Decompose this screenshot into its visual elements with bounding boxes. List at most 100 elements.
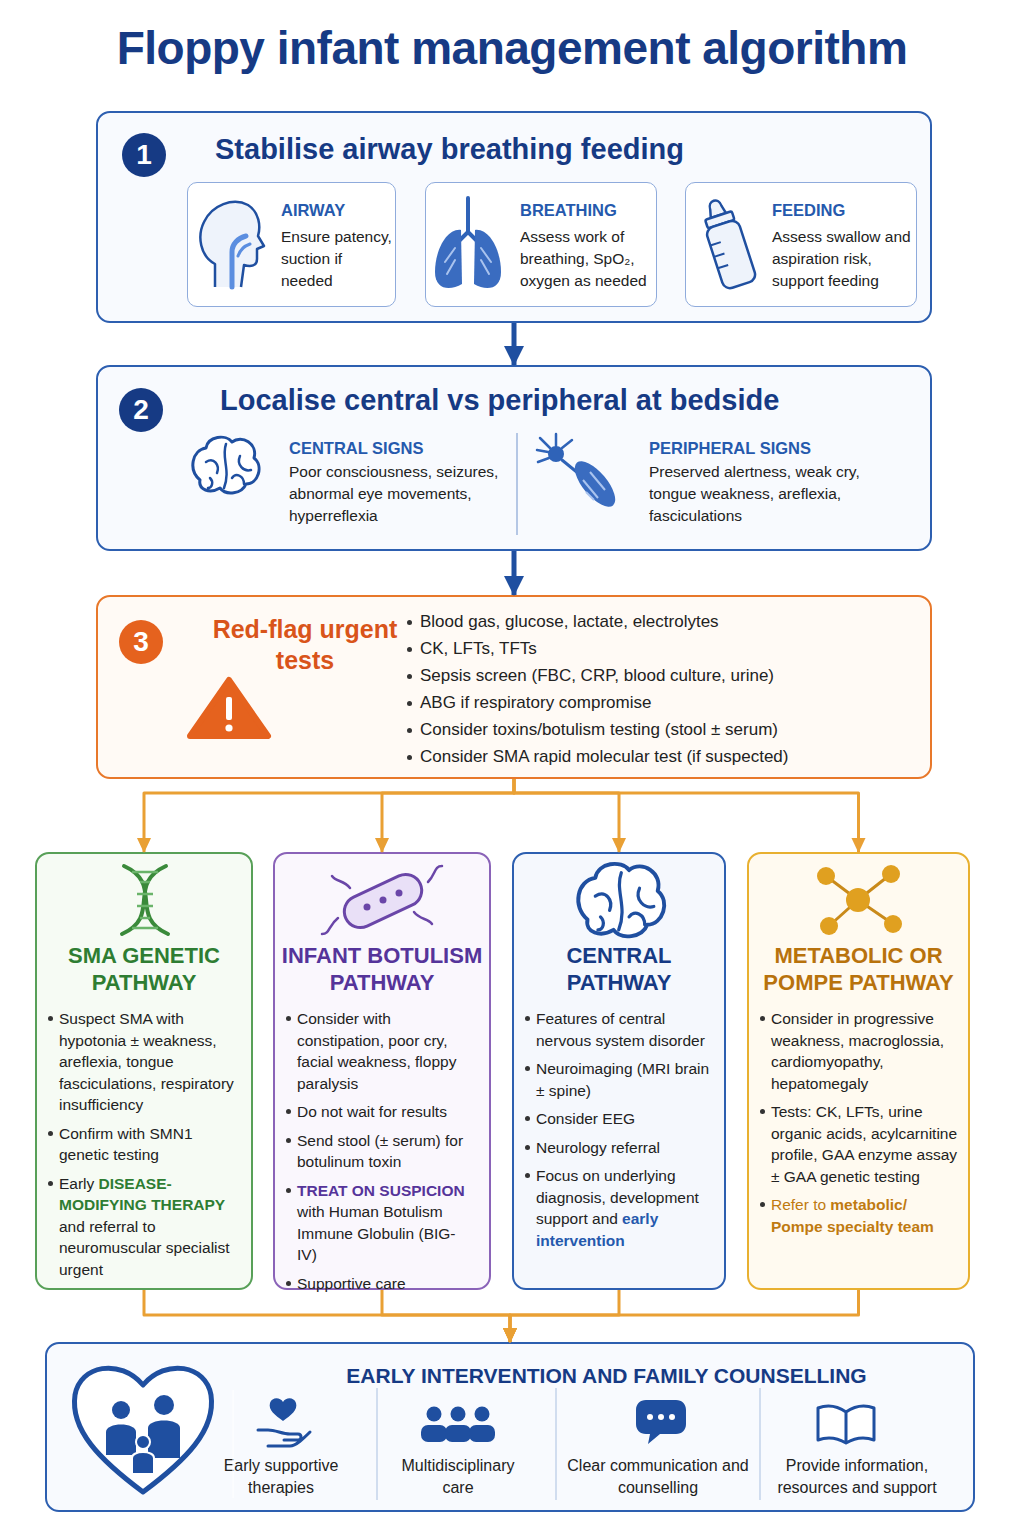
band-item: Clear communication and counselling: [563, 1455, 753, 1499]
bullet-text: and referral to neuromuscular specialist…: [59, 1218, 230, 1278]
diagram-title: Floppy infant management algorithm: [0, 20, 1024, 76]
step-number: 1: [122, 133, 166, 177]
branch-connector: [382, 779, 514, 852]
branch-connector: [514, 779, 859, 852]
test-item: Consider SMA rapid molecular test (if su…: [420, 746, 920, 768]
branch-connector: [382, 1290, 510, 1342]
bullet-text: Consider with constipation, poor cry, fa…: [297, 1010, 456, 1092]
bullet-dot: [525, 1145, 530, 1150]
card-heading: FEEDING: [772, 200, 845, 220]
branch-connector: [144, 779, 514, 852]
bullet-dot: [286, 1016, 291, 1021]
pathway-content: SMA GENETIC PATHWAY Suspect SMA with hypo…: [37, 854, 251, 1287]
info-card: BREATHING Assess work of breathing, SpO₂,…: [425, 182, 657, 307]
test-item: Sepsis screen (FBC, CRP, blood culture, …: [420, 665, 920, 687]
bullet-dot: [286, 1109, 291, 1114]
step-number: 2: [119, 388, 163, 432]
bullet-dot: [48, 1181, 53, 1186]
bullet-item: TREAT ON SUSPICION with Human Botulism Im…: [275, 1180, 489, 1266]
summary-band: EARLY INTERVENTION AND FAMILY COUNSELLIN…: [45, 1342, 975, 1512]
bullet-dot: [525, 1173, 530, 1178]
bullet-dot: [407, 755, 412, 760]
signs-heading: PERIPHERAL SIGNS: [649, 438, 811, 458]
bullet-dot: [525, 1016, 530, 1021]
pathway-heading: METABOLIC OR POMPE PATHWAY: [754, 942, 964, 996]
band-item: Multidisciplinary care: [393, 1455, 523, 1499]
band-heading: EARLY INTERVENTION AND FAMILY COUNSELLIN…: [265, 1363, 948, 1389]
bullet-item: Consider with constipation, poor cry, fa…: [275, 1008, 489, 1094]
pathway-heading: SMA GENETIC PATHWAY: [59, 942, 229, 996]
bullet-dot: [286, 1188, 291, 1193]
bullet-dot: [525, 1066, 530, 1071]
bullet-item: Features of central nervous system disor…: [514, 1008, 724, 1051]
flow-arrow: [512, 323, 517, 365]
bullet-text: Confirm with SMN1 genetic testing: [59, 1125, 193, 1164]
bullet-text: Neurology referral: [536, 1139, 660, 1156]
bullet-text: Supportive care: [297, 1275, 406, 1292]
pathway-box: INFANT BOTULISM PATHWAY Consider with con…: [273, 852, 491, 1290]
bullet-text: Focus on underlying diagnosis, developme…: [536, 1167, 699, 1227]
bullet-text: Do not wait for results: [297, 1103, 447, 1120]
bullet-dot: [407, 647, 412, 652]
bullet-text: Send stool (± serum) for botulinum toxin: [297, 1132, 463, 1171]
step-number-circle: 3: [119, 620, 163, 664]
step-number: 3: [119, 620, 163, 664]
branch-connector: [144, 1290, 510, 1342]
pathway-content: METABOLIC OR POMPE PATHWAY Consider in pr…: [749, 854, 968, 1244]
info-card: FEEDINGAssess swallow and aspiration ris…: [685, 182, 917, 307]
bullet-text: Refer to: [771, 1196, 826, 1213]
bullet-item: Refer tometabolic/ Pompe specialty team: [749, 1194, 968, 1237]
card-heading: BREATHING: [520, 200, 617, 220]
branch-connector: [510, 1290, 619, 1342]
pathway-box: METABOLIC OR POMPE PATHWAY Consider in pr…: [747, 852, 970, 1290]
bullet-text: Tests: CK, LFTs, urine organic acids, ac…: [771, 1103, 957, 1185]
bullet-dot: [525, 1116, 530, 1121]
bullet-item: Focus on underlying diagnosis, developme…: [514, 1165, 724, 1251]
bullet-item: Supportive care: [275, 1273, 489, 1295]
bullet-item: Do not wait for results: [275, 1101, 489, 1123]
bullet-item: Neurology referral: [514, 1137, 724, 1159]
bullet-item: EarlyDISEASE-MODIFYING THERAPYand referr…: [37, 1173, 251, 1281]
bullet-dot: [286, 1281, 291, 1286]
bullet-text: with Human Botulism Immune Globulin (BIG…: [297, 1203, 456, 1263]
bullet-text: Neuroimaging (MRI brain ± spine): [536, 1060, 709, 1099]
bullet-dot: [407, 674, 412, 679]
bullet-text: Suspect SMA with hypotonia ± weakness, a…: [59, 1010, 234, 1113]
pathway-content: CENTRAL PATHWAY Features of central nervo…: [514, 854, 724, 1258]
test-item: Blood gas, glucose, lactate, electrolyte…: [420, 611, 920, 633]
bullet-dot: [760, 1202, 765, 1207]
bullet-item: Consider in progressive weakness, macrog…: [749, 1008, 968, 1094]
band-item: Provide information, resources and suppo…: [762, 1455, 952, 1499]
pathway-heading: INFANT BOTULISM PATHWAY: [280, 942, 485, 996]
flow-arrow: [512, 551, 517, 595]
section-box: Localise central vs peripheral at bedsid…: [96, 365, 932, 551]
highlight-text: TREAT ON SUSPICION: [297, 1182, 465, 1199]
signs-text: Preserved alertness, weak cry, tongue we…: [649, 461, 889, 527]
section-box: Red-flag urgent tests Blood gas, glucose,…: [96, 595, 932, 779]
card-text: Ensure patency, suction if needed: [281, 226, 393, 292]
bullet-item: Suspect SMA with hypotonia ± weakness, a…: [37, 1008, 251, 1116]
step-number-circle: 2: [119, 388, 163, 432]
bullet-item: Consider EEG: [514, 1108, 724, 1130]
test-item: CK, LFTs, TFTs: [420, 638, 920, 660]
bullet-item: Tests: CK, LFTs, urine organic acids, ac…: [749, 1101, 968, 1187]
bullet-dot: [48, 1016, 53, 1021]
band-item: Early supportive therapies: [195, 1455, 367, 1499]
step-number-circle: 1: [122, 133, 166, 177]
test-item: ABG if respiratory compromise: [420, 692, 920, 714]
bullet-text: Features of central nervous system disor…: [536, 1010, 705, 1049]
bullet-dot: [48, 1131, 53, 1136]
bullet-item: Neuroimaging (MRI brain ± spine): [514, 1058, 724, 1101]
bullet-dot: [760, 1109, 765, 1114]
pathway-heading: CENTRAL PATHWAY: [554, 942, 684, 996]
branch-connector: [514, 779, 619, 852]
card-heading: AIRWAY: [281, 200, 345, 220]
section-heading: Red-flag urgent tests: [200, 614, 410, 676]
bullet-text: Consider EEG: [536, 1110, 635, 1127]
section-heading: Localise central vs peripheral at bedsid…: [220, 382, 900, 418]
pathway-content: INFANT BOTULISM PATHWAY Consider with con…: [275, 854, 489, 1301]
card-text: Assess work of breathing, SpO₂, oxygen a…: [520, 226, 652, 292]
pathway-box: SMA GENETIC PATHWAY Suspect SMA with hypo…: [35, 852, 253, 1290]
bullet-text: Consider in progressive weakness, macrog…: [771, 1010, 944, 1092]
